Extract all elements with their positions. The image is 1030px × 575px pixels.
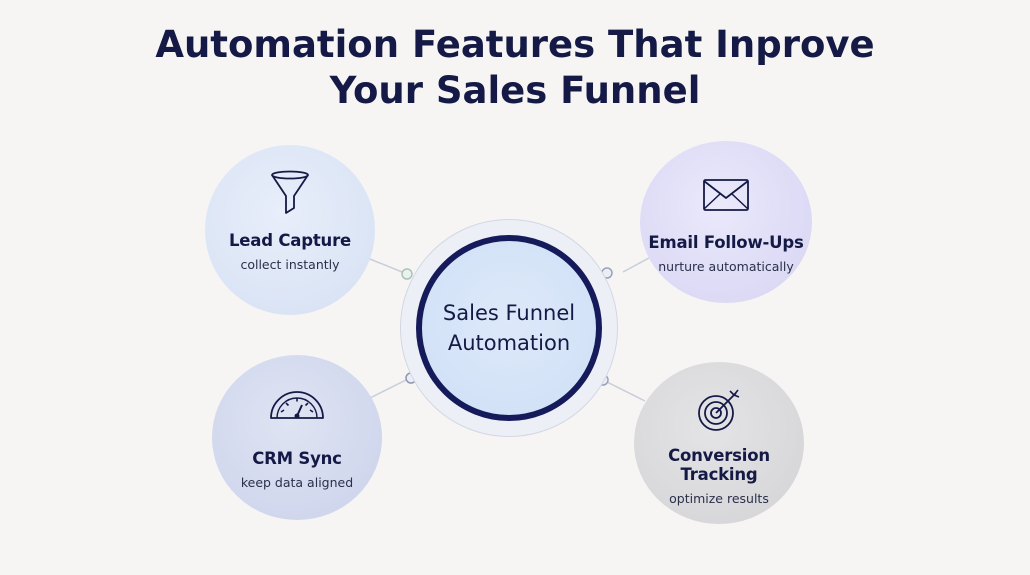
feature-conversion-tracking: Conversion Tracking optimize results	[634, 362, 804, 524]
center-hub-ring: Sales Funnel Automation	[416, 235, 602, 421]
feature-lead-capture: Lead Capture collect instantly	[205, 145, 375, 315]
envelope-icon	[702, 169, 750, 221]
feature-subtitle: keep data aligned	[240, 475, 354, 490]
feature-label: Conversion Tracking	[668, 446, 770, 484]
feature-label: Email Follow-Ups	[648, 233, 804, 252]
title-line-1: Automation Features That Inprove	[155, 23, 875, 66]
feature-subtitle: nurture automatically	[658, 259, 794, 274]
feature-email-follow-ups: Email Follow-Ups nurture automatically	[640, 141, 812, 303]
center-hub-label: Sales Funnel Automation	[443, 298, 575, 358]
title-line-2: Your Sales Funnel	[329, 69, 701, 112]
center-hub: Sales Funnel Automation	[400, 219, 618, 437]
page-title: Automation Features That Inprove Your Sa…	[0, 22, 1030, 114]
feature-subtitle: optimize results	[669, 491, 769, 506]
gauge-icon	[267, 379, 327, 431]
center-line-2: Automation	[447, 331, 571, 355]
feature-label: CRM Sync	[252, 449, 342, 468]
funnel-icon	[268, 167, 312, 219]
connector-node-lead	[401, 268, 413, 280]
target-icon	[696, 384, 742, 436]
feature-label: Lead Capture	[228, 231, 351, 250]
center-line-1: Sales Funnel	[442, 301, 576, 325]
feature-subtitle: collect instantly	[240, 257, 340, 272]
feature-crm-sync: CRM Sync keep data aligned	[212, 355, 382, 520]
